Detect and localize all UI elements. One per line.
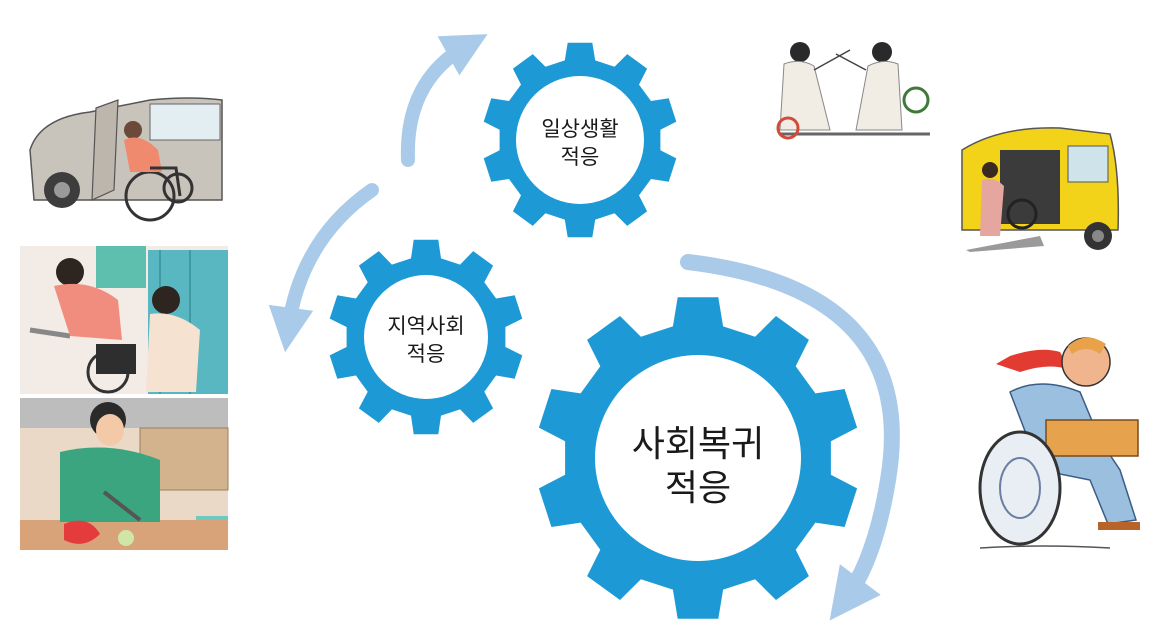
gear-community-label-line2: 적응: [407, 342, 446, 366]
arrow-to-community: [268, 183, 379, 353]
gear-community-label-line1: 지역사회: [387, 314, 464, 338]
wheelchair-fencing-illustration: [766, 10, 934, 148]
gear-social-label-line2: 적응: [665, 468, 731, 509]
gear-daily-life: 일상생활 적응: [483, 42, 677, 238]
wheelchair-delivery-illustration: [958, 322, 1146, 550]
gear-community: 지역사회 적응: [329, 239, 523, 435]
gear-social-label-line1: 사회복귀: [632, 424, 764, 465]
gear-social-center: [595, 355, 801, 561]
cycle-arrows: [268, 34, 900, 621]
gear-daily-label-line1: 일상생활: [541, 117, 618, 141]
arrow-to-social: [680, 254, 900, 621]
wheelchair-rehab-assist-illustration: [20, 246, 228, 394]
gear-social-return: 사회복귀 적응: [538, 297, 858, 619]
gear-community-center: [364, 275, 488, 399]
gear-daily-center: [516, 76, 644, 204]
accessible-van-illustration: [956, 122, 1120, 252]
gear-daily-label-line2: 적응: [561, 145, 600, 169]
wheelchair-car-transfer-illustration: [22, 92, 224, 222]
arrow-to-daily: [400, 34, 488, 167]
wheelchair-cooking-illustration: [20, 398, 229, 550]
